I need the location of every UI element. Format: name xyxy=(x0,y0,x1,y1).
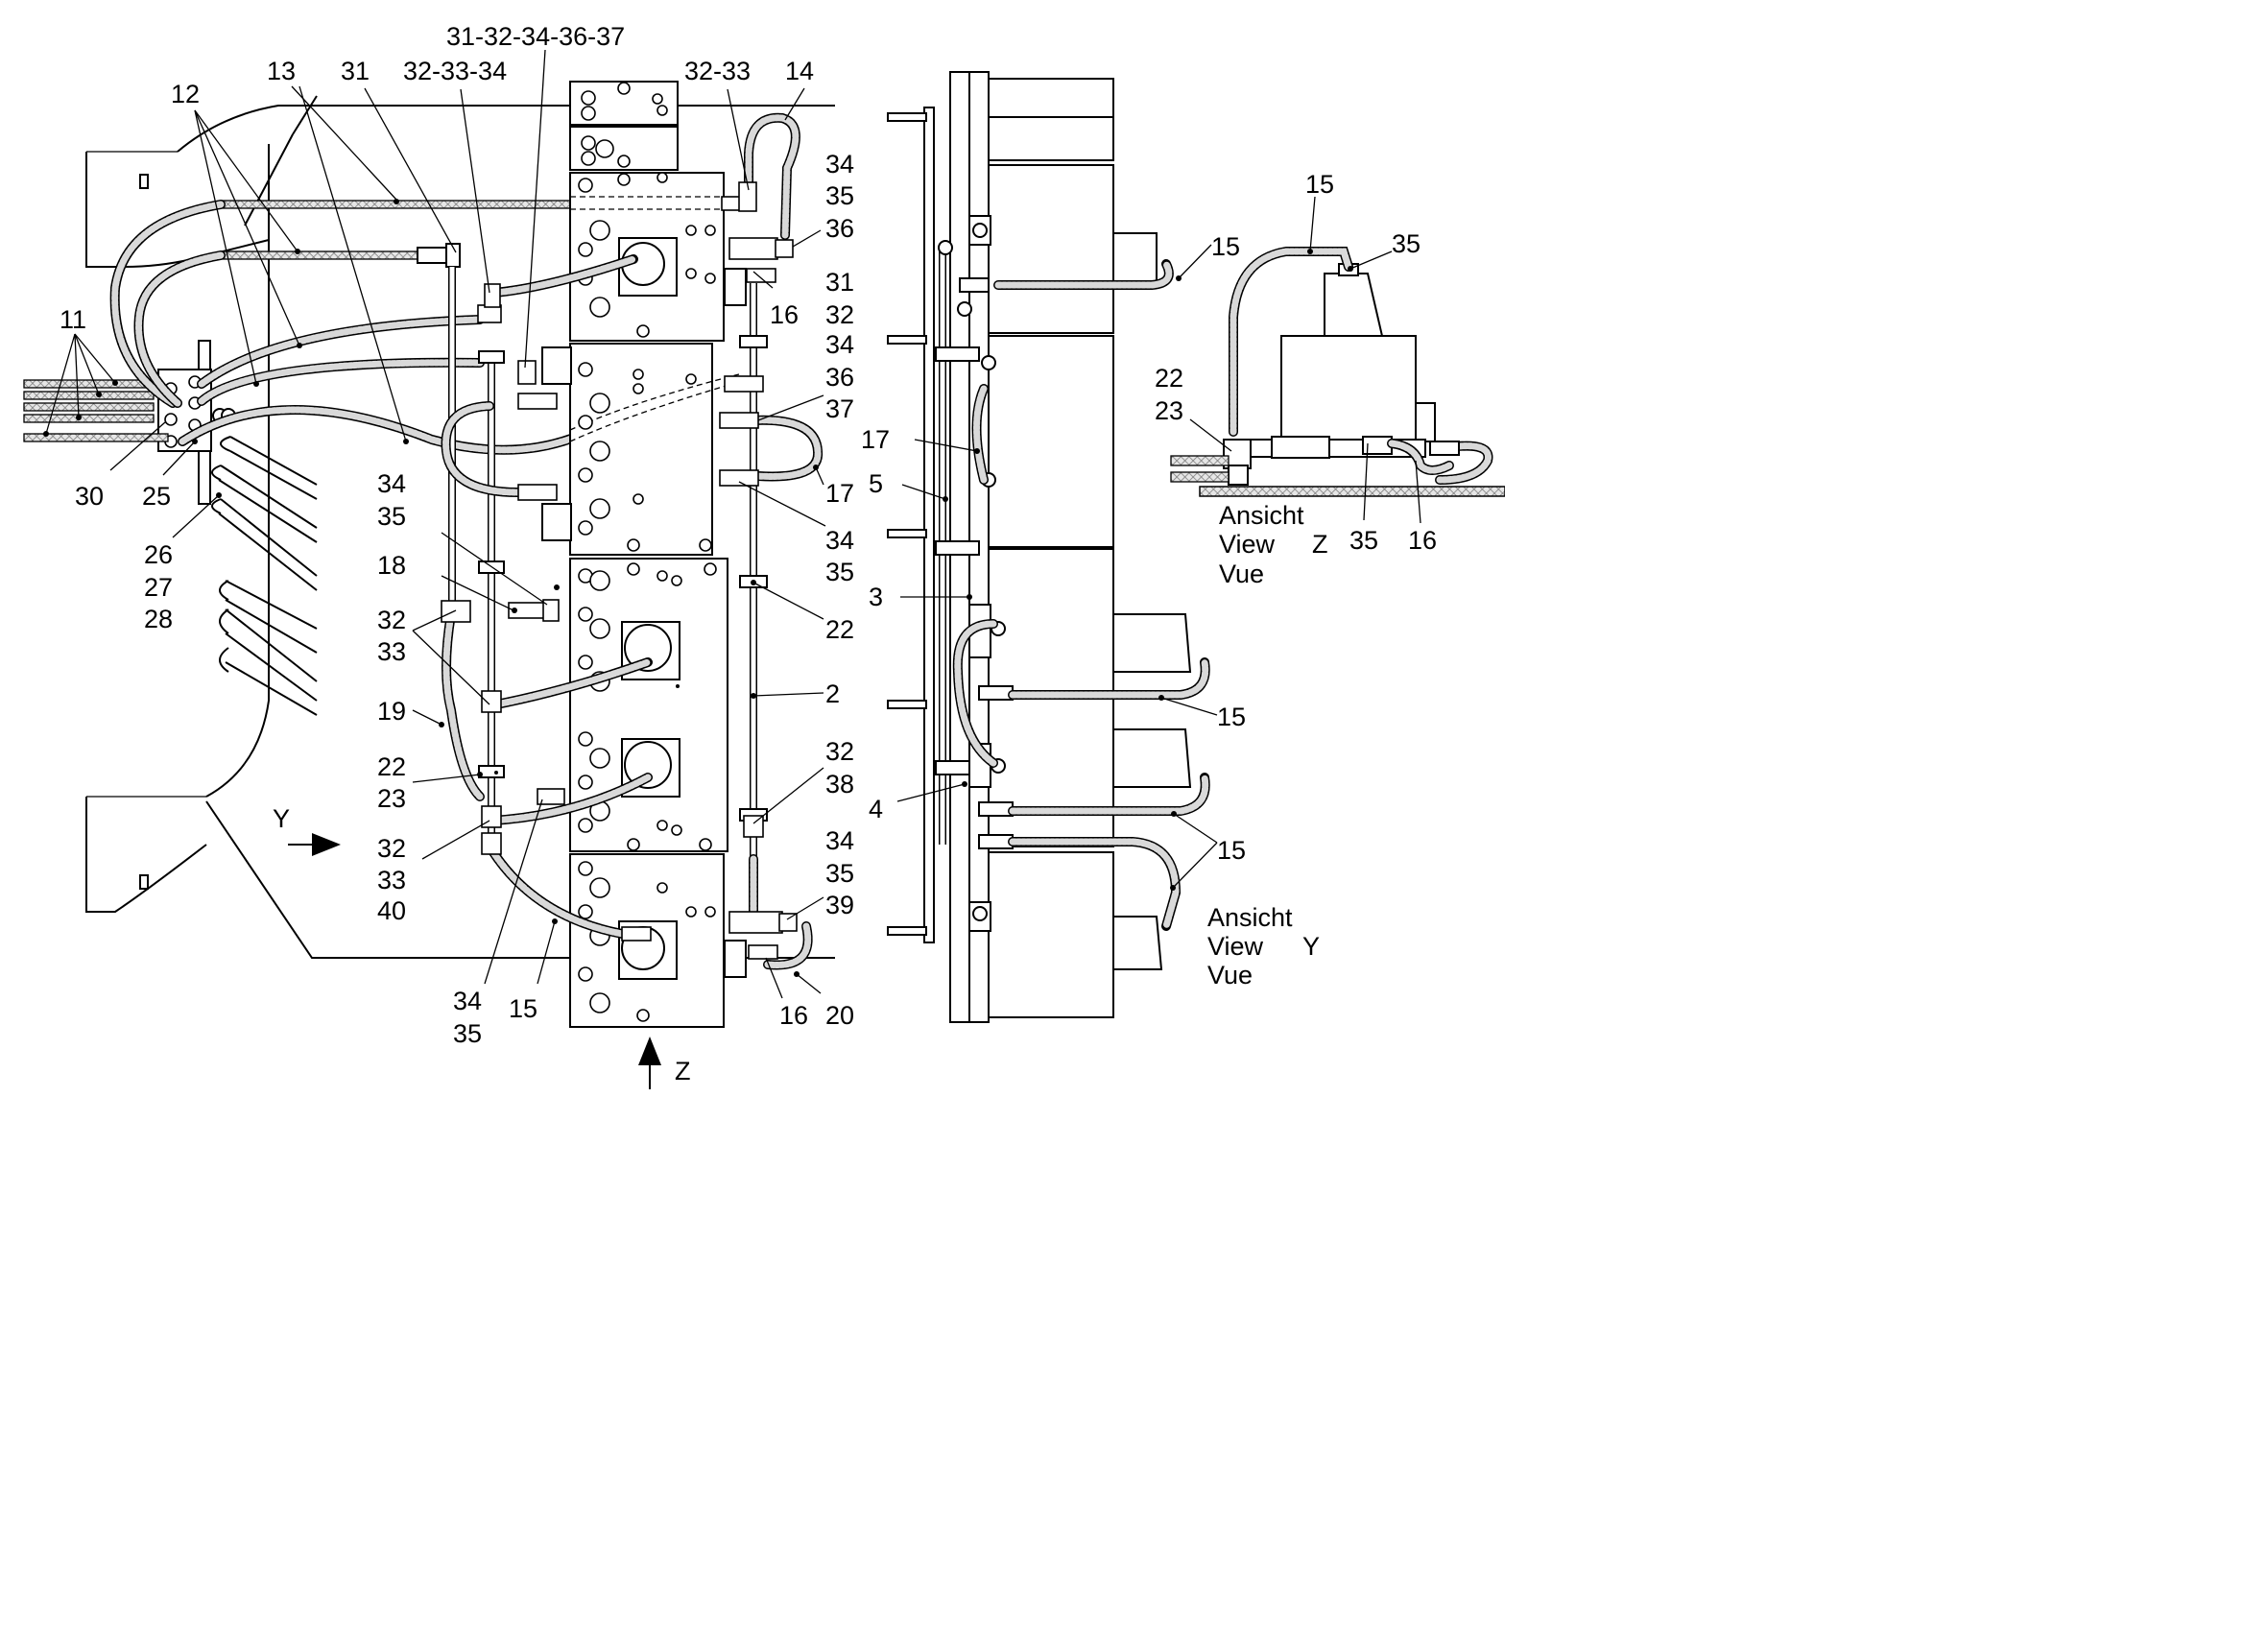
label-side-5: 5 xyxy=(869,469,883,498)
label-19: 19 xyxy=(377,697,406,726)
label-y-arrow: Y xyxy=(273,804,290,833)
label-side-4: 4 xyxy=(869,795,883,823)
label-28: 28 xyxy=(144,605,173,633)
label-16: 16 xyxy=(770,300,799,329)
label-40: 40 xyxy=(377,896,406,925)
label-34c: 34 xyxy=(377,469,406,498)
part-labels-side: 17 5 3 4 15 15 15 Ansicht View Y Vue xyxy=(861,232,1320,989)
block-hoses xyxy=(441,112,824,970)
label-33e: 33 xyxy=(377,866,406,894)
label-26: 26 xyxy=(144,540,173,569)
hydraulic-valve-assembly-drawing: 31-32-34-36-37 13 31 32-33-34 32-33 14 1… xyxy=(0,0,1506,1094)
label-32d: 32 xyxy=(825,737,854,766)
part-labels-front: 31-32-34-36-37 13 31 32-33-34 32-33 14 1… xyxy=(60,22,854,1085)
label-17: 17 xyxy=(825,479,854,508)
label-35: 35 xyxy=(825,181,854,210)
label-31-32-34-36-37: 31-32-34-36-37 xyxy=(446,22,625,51)
label-view-z-view: View xyxy=(1219,530,1276,559)
valve-stack xyxy=(541,81,747,1028)
label-detail-35a: 35 xyxy=(1392,229,1420,258)
label-view-y-letter: Y xyxy=(1302,932,1320,961)
label-side-15b: 15 xyxy=(1217,703,1246,731)
label-view-y-view: View xyxy=(1207,932,1264,961)
part-labels-detail: 15 15 35 22 23 Ansicht View Z Vue 35 16 xyxy=(1155,170,1437,588)
label-side-17: 17 xyxy=(861,425,890,454)
label-side-15a: 15 xyxy=(1211,232,1240,261)
label-34: 34 xyxy=(825,150,854,179)
label-view-z-ansicht: Ansicht xyxy=(1219,501,1304,530)
label-14: 14 xyxy=(785,57,814,85)
label-detail-35b: 35 xyxy=(1349,526,1378,555)
label-view-z-vue: Vue xyxy=(1219,560,1264,588)
label-31: 31 xyxy=(341,57,370,85)
label-20: 20 xyxy=(825,1001,854,1030)
label-34b: 34 xyxy=(825,330,854,359)
label-detail-22: 22 xyxy=(1155,364,1183,393)
label-36b: 36 xyxy=(825,363,854,392)
label-z-arrow: Z xyxy=(675,1057,691,1085)
label-27: 27 xyxy=(144,573,173,602)
label-12: 12 xyxy=(171,80,200,108)
label-11: 11 xyxy=(60,305,86,334)
leader-lines-front xyxy=(45,49,826,999)
label-32b: 32 xyxy=(825,300,854,329)
leader-dots xyxy=(43,199,819,977)
label-37: 37 xyxy=(825,394,854,423)
label-25: 25 xyxy=(142,482,171,511)
label-35f: 35 xyxy=(453,1019,482,1048)
label-side-15c: 15 xyxy=(1217,836,1246,865)
side-view xyxy=(887,71,1218,1023)
label-22b: 22 xyxy=(377,752,406,781)
tube-bundle xyxy=(211,436,318,716)
label-35c: 35 xyxy=(377,502,406,531)
hose-13 xyxy=(220,200,572,268)
label-32-33: 32-33 xyxy=(684,57,751,85)
label-18: 18 xyxy=(377,551,406,580)
label-31b: 31 xyxy=(825,268,854,297)
label-16b: 16 xyxy=(779,1001,808,1030)
label-23: 23 xyxy=(377,784,406,813)
label-detail-15a: 15 xyxy=(1305,170,1334,199)
label-13: 13 xyxy=(267,57,296,85)
label-36: 36 xyxy=(825,214,854,243)
label-15: 15 xyxy=(509,994,537,1023)
label-35e: 35 xyxy=(825,859,854,888)
label-detail-16: 16 xyxy=(1408,526,1437,555)
label-34d: 34 xyxy=(825,526,854,555)
label-2: 2 xyxy=(825,679,840,708)
label-34e: 34 xyxy=(825,826,854,855)
frame-outline xyxy=(85,95,835,959)
detail-view xyxy=(1170,196,1506,524)
label-32-33-34: 32-33-34 xyxy=(403,57,507,85)
fittings xyxy=(441,181,798,960)
label-38: 38 xyxy=(825,770,854,799)
label-detail-23: 23 xyxy=(1155,396,1183,425)
label-view-y-ansicht: Ansicht xyxy=(1207,903,1293,932)
hoses-12 xyxy=(109,200,576,455)
label-32e: 32 xyxy=(377,834,406,863)
label-view-y-vue: Vue xyxy=(1207,961,1253,989)
label-35d: 35 xyxy=(825,558,854,586)
label-22: 22 xyxy=(825,615,854,644)
label-30: 30 xyxy=(75,482,104,511)
view-arrows xyxy=(288,833,661,1089)
label-view-z-letter: Z xyxy=(1312,530,1328,559)
label-32c: 32 xyxy=(377,606,406,634)
inlet-hoses xyxy=(23,379,169,442)
label-34f: 34 xyxy=(453,987,482,1015)
label-33c: 33 xyxy=(377,637,406,666)
label-39: 39 xyxy=(825,891,854,919)
label-side-3: 3 xyxy=(869,583,883,611)
